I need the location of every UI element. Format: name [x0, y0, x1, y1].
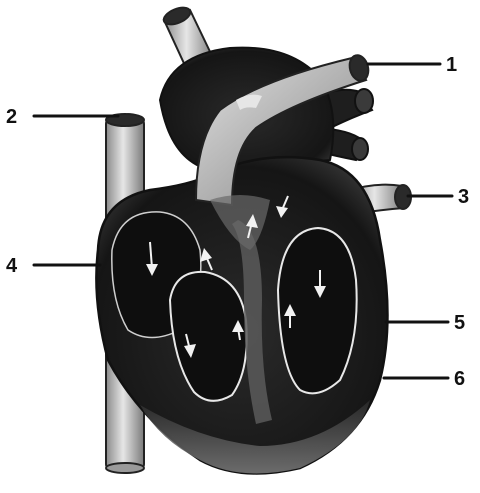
callout-1: 1: [446, 54, 457, 76]
callout-3: 3: [458, 186, 469, 208]
callout-2: 2: [6, 106, 17, 128]
callout-5: 5: [454, 312, 465, 334]
callout-4: 4: [6, 255, 18, 277]
callout-6: 6: [454, 368, 465, 390]
